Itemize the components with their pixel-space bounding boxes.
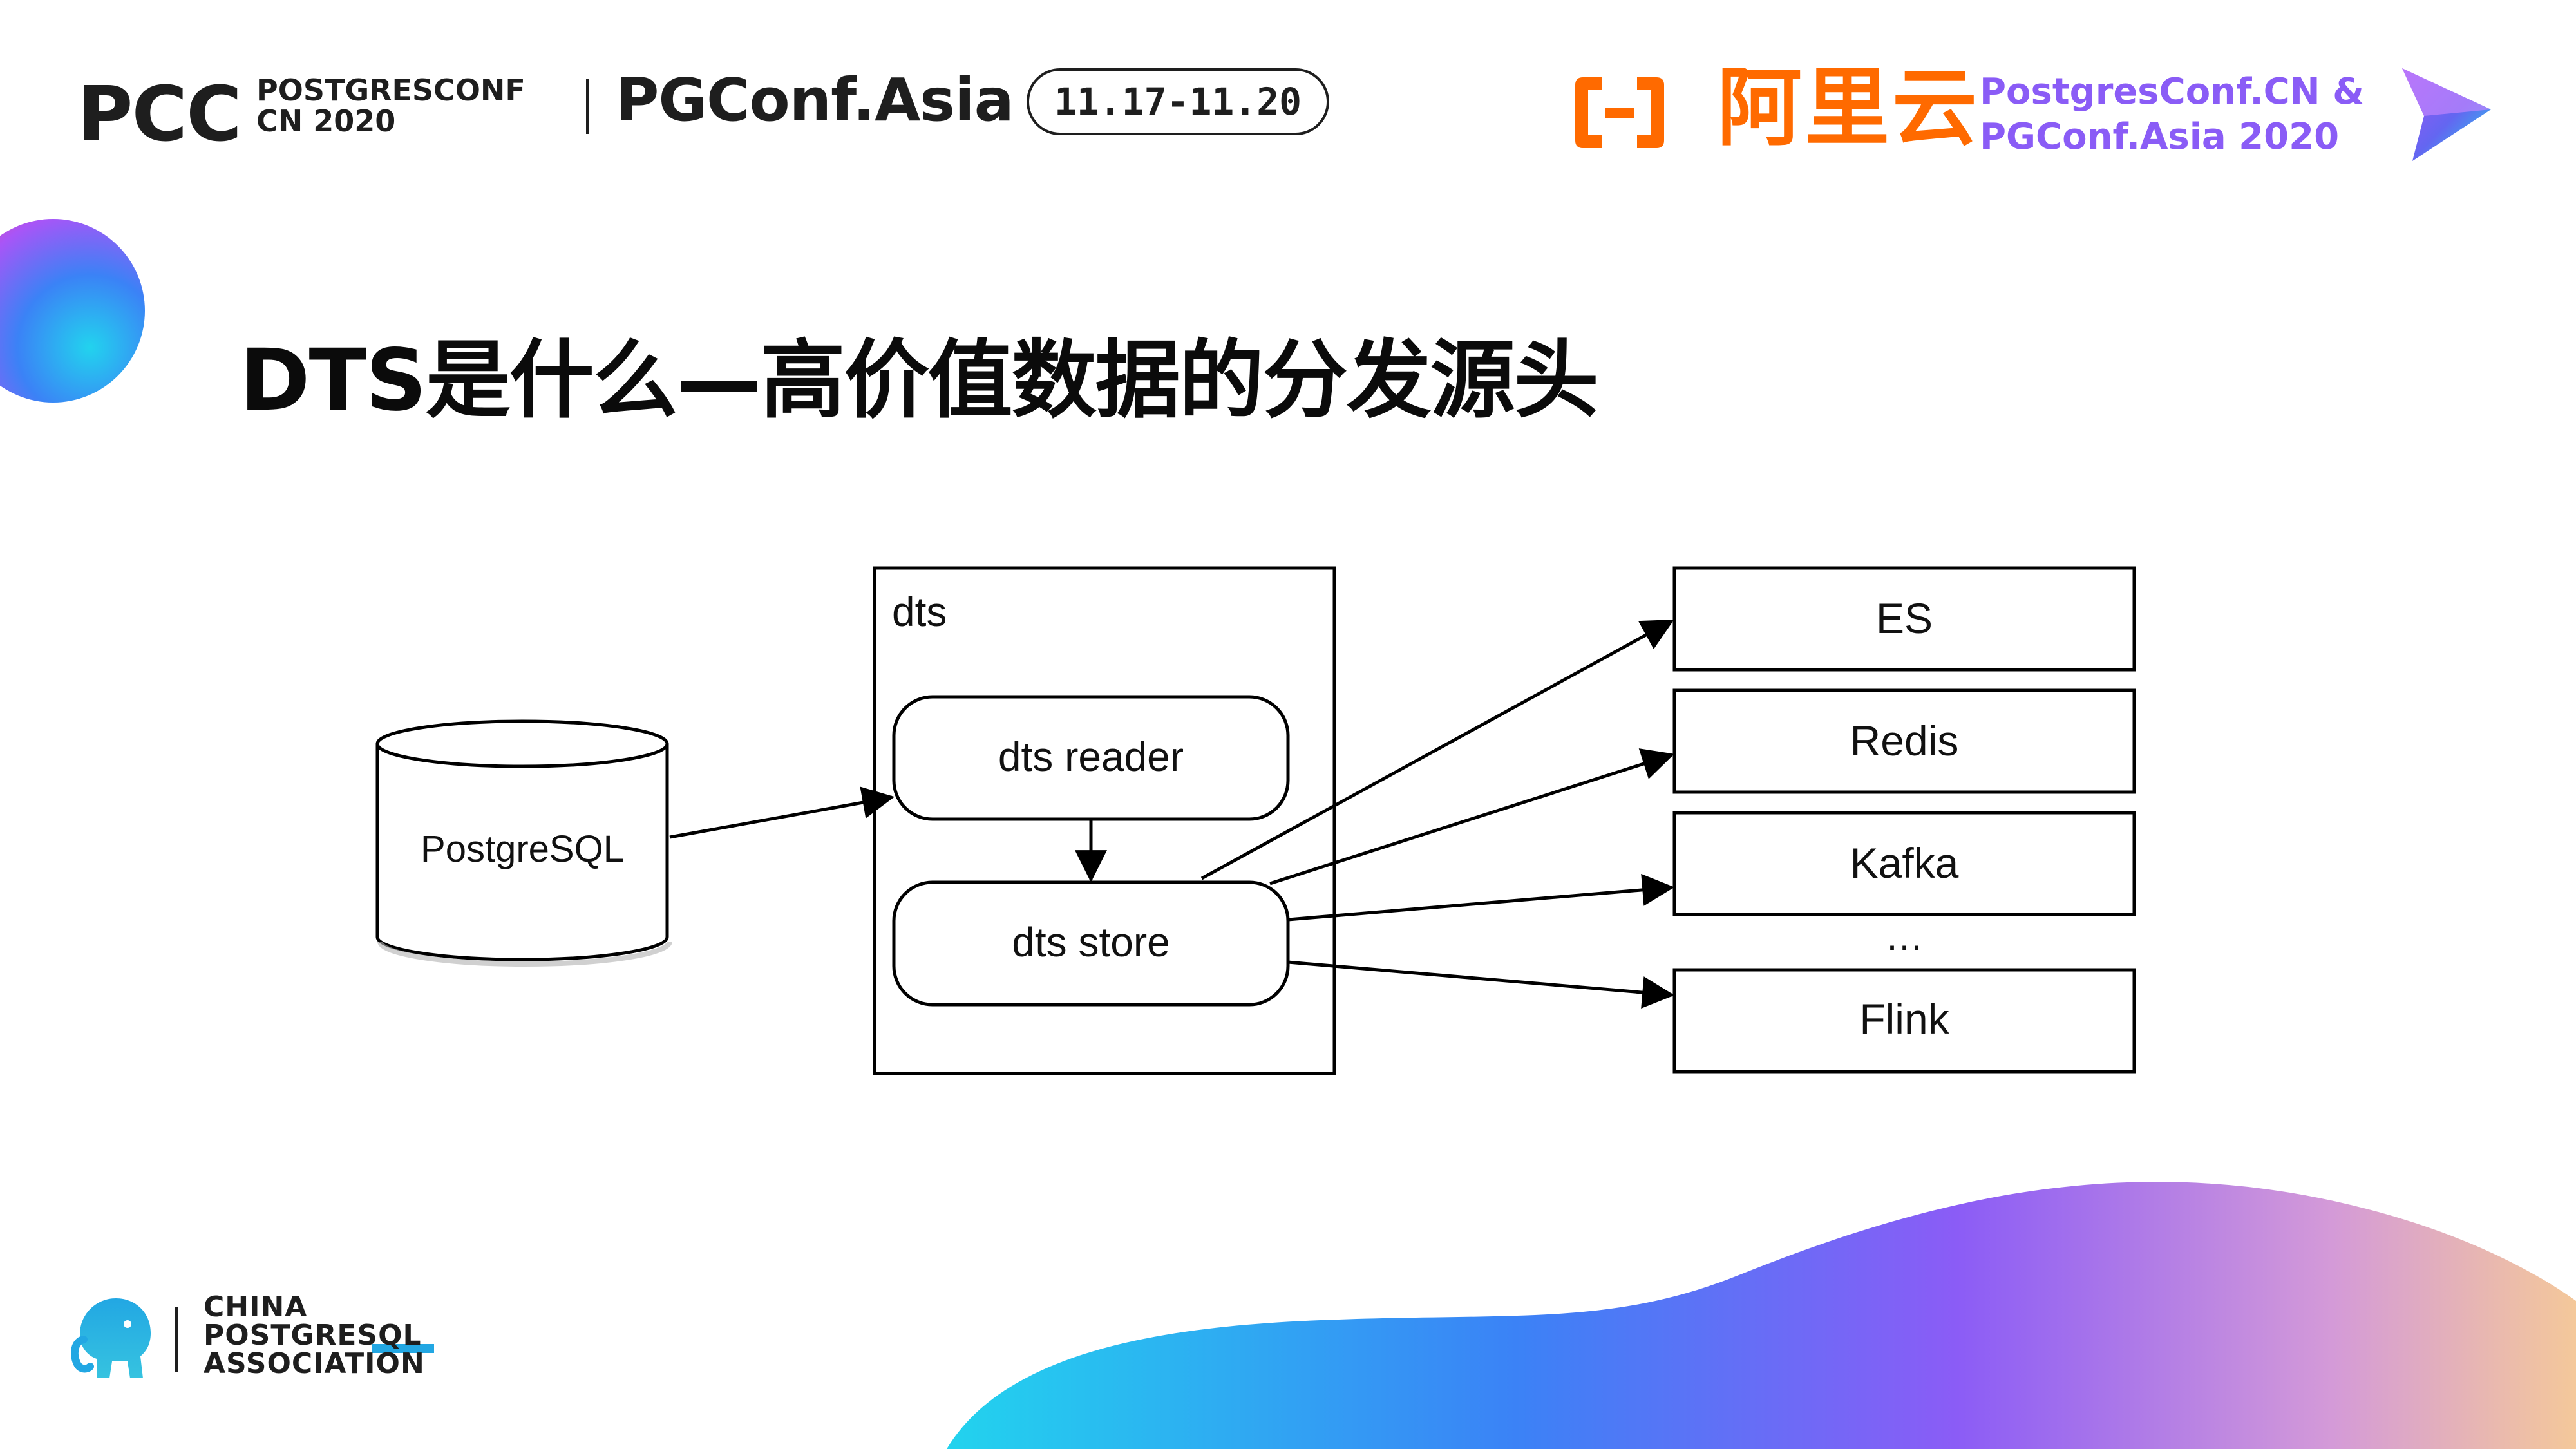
- target-es: ES: [1672, 566, 2136, 672]
- pgconf-cn-label: PostgresConf.CN & PGConf.Asia 2020: [1980, 70, 2364, 160]
- slide-title: DTS是什么—高价值数据的分发源头: [240, 331, 1599, 430]
- target-flink-label: Flink: [1859, 995, 1949, 1043]
- pcc-subtitle: POSTGRESCONF CN 2020: [256, 75, 526, 137]
- cpa-line1: CHINA: [204, 1291, 308, 1323]
- arrow-store-to-kafka: [1287, 873, 1675, 922]
- date-badge: 11.17-11.20: [1027, 68, 1329, 135]
- targets-ellipsis: …: [1885, 915, 1924, 958]
- cpa-line3: ASSOCIATION: [204, 1347, 425, 1380]
- cpa-line2: POSTGRESQL: [204, 1319, 422, 1352]
- pgconf-cn-line1: PostgresConf.CN &: [1980, 71, 2364, 113]
- arrow-store-to-es: [1200, 619, 1674, 880]
- footer-divider: [175, 1307, 178, 1372]
- pcc-logo: PCC: [77, 70, 242, 158]
- arrow-store-to-flink: [1287, 960, 1675, 1009]
- pgconf-cn-line2: PGConf.Asia 2020: [1980, 116, 2340, 158]
- dts-reader-node: dts reader: [892, 695, 1290, 821]
- play-triangle-icon: [2402, 68, 2491, 161]
- dts-store-label: dts store: [1012, 919, 1170, 965]
- postgresql-database: PostgreSQL: [375, 719, 672, 967]
- decorative-blob-left: [0, 219, 145, 402]
- elephant-icon: [71, 1298, 151, 1378]
- aliyun-icon: [1575, 77, 1664, 148]
- pgconf-asia-logo: PGConf.Asia: [616, 66, 1014, 135]
- pcc-subtitle-line1: POSTGRESCONF: [256, 73, 526, 108]
- pcc-subtitle-line2: CN 2020: [256, 104, 396, 139]
- aliyun-wordmark: 阿里云: [1717, 59, 1980, 158]
- dts-store-node: dts store: [892, 880, 1290, 1007]
- arrow-store-to-redis: [1269, 748, 1674, 886]
- arrow-postgresql-to-reader: [669, 786, 895, 839]
- target-redis: Redis: [1672, 688, 2136, 794]
- target-kafka-label: Kafka: [1850, 839, 1959, 887]
- target-es-label: ES: [1876, 594, 1933, 642]
- decorative-wave: [947, 1182, 2576, 1449]
- target-flink: Flink: [1672, 968, 2136, 1074]
- header-divider: [586, 79, 589, 134]
- target-redis-label: Redis: [1850, 717, 1959, 764]
- target-kafka: Kafka: [1672, 811, 2136, 916]
- dts-container-label: dts: [892, 589, 947, 635]
- cpa-wordmark: CHINA POSTGRESQL ASSOCIATION: [204, 1293, 425, 1378]
- cpa-accent-bar: [372, 1344, 434, 1353]
- postgresql-label: PostgreSQL: [421, 828, 624, 870]
- dts-reader-label: dts reader: [998, 734, 1184, 780]
